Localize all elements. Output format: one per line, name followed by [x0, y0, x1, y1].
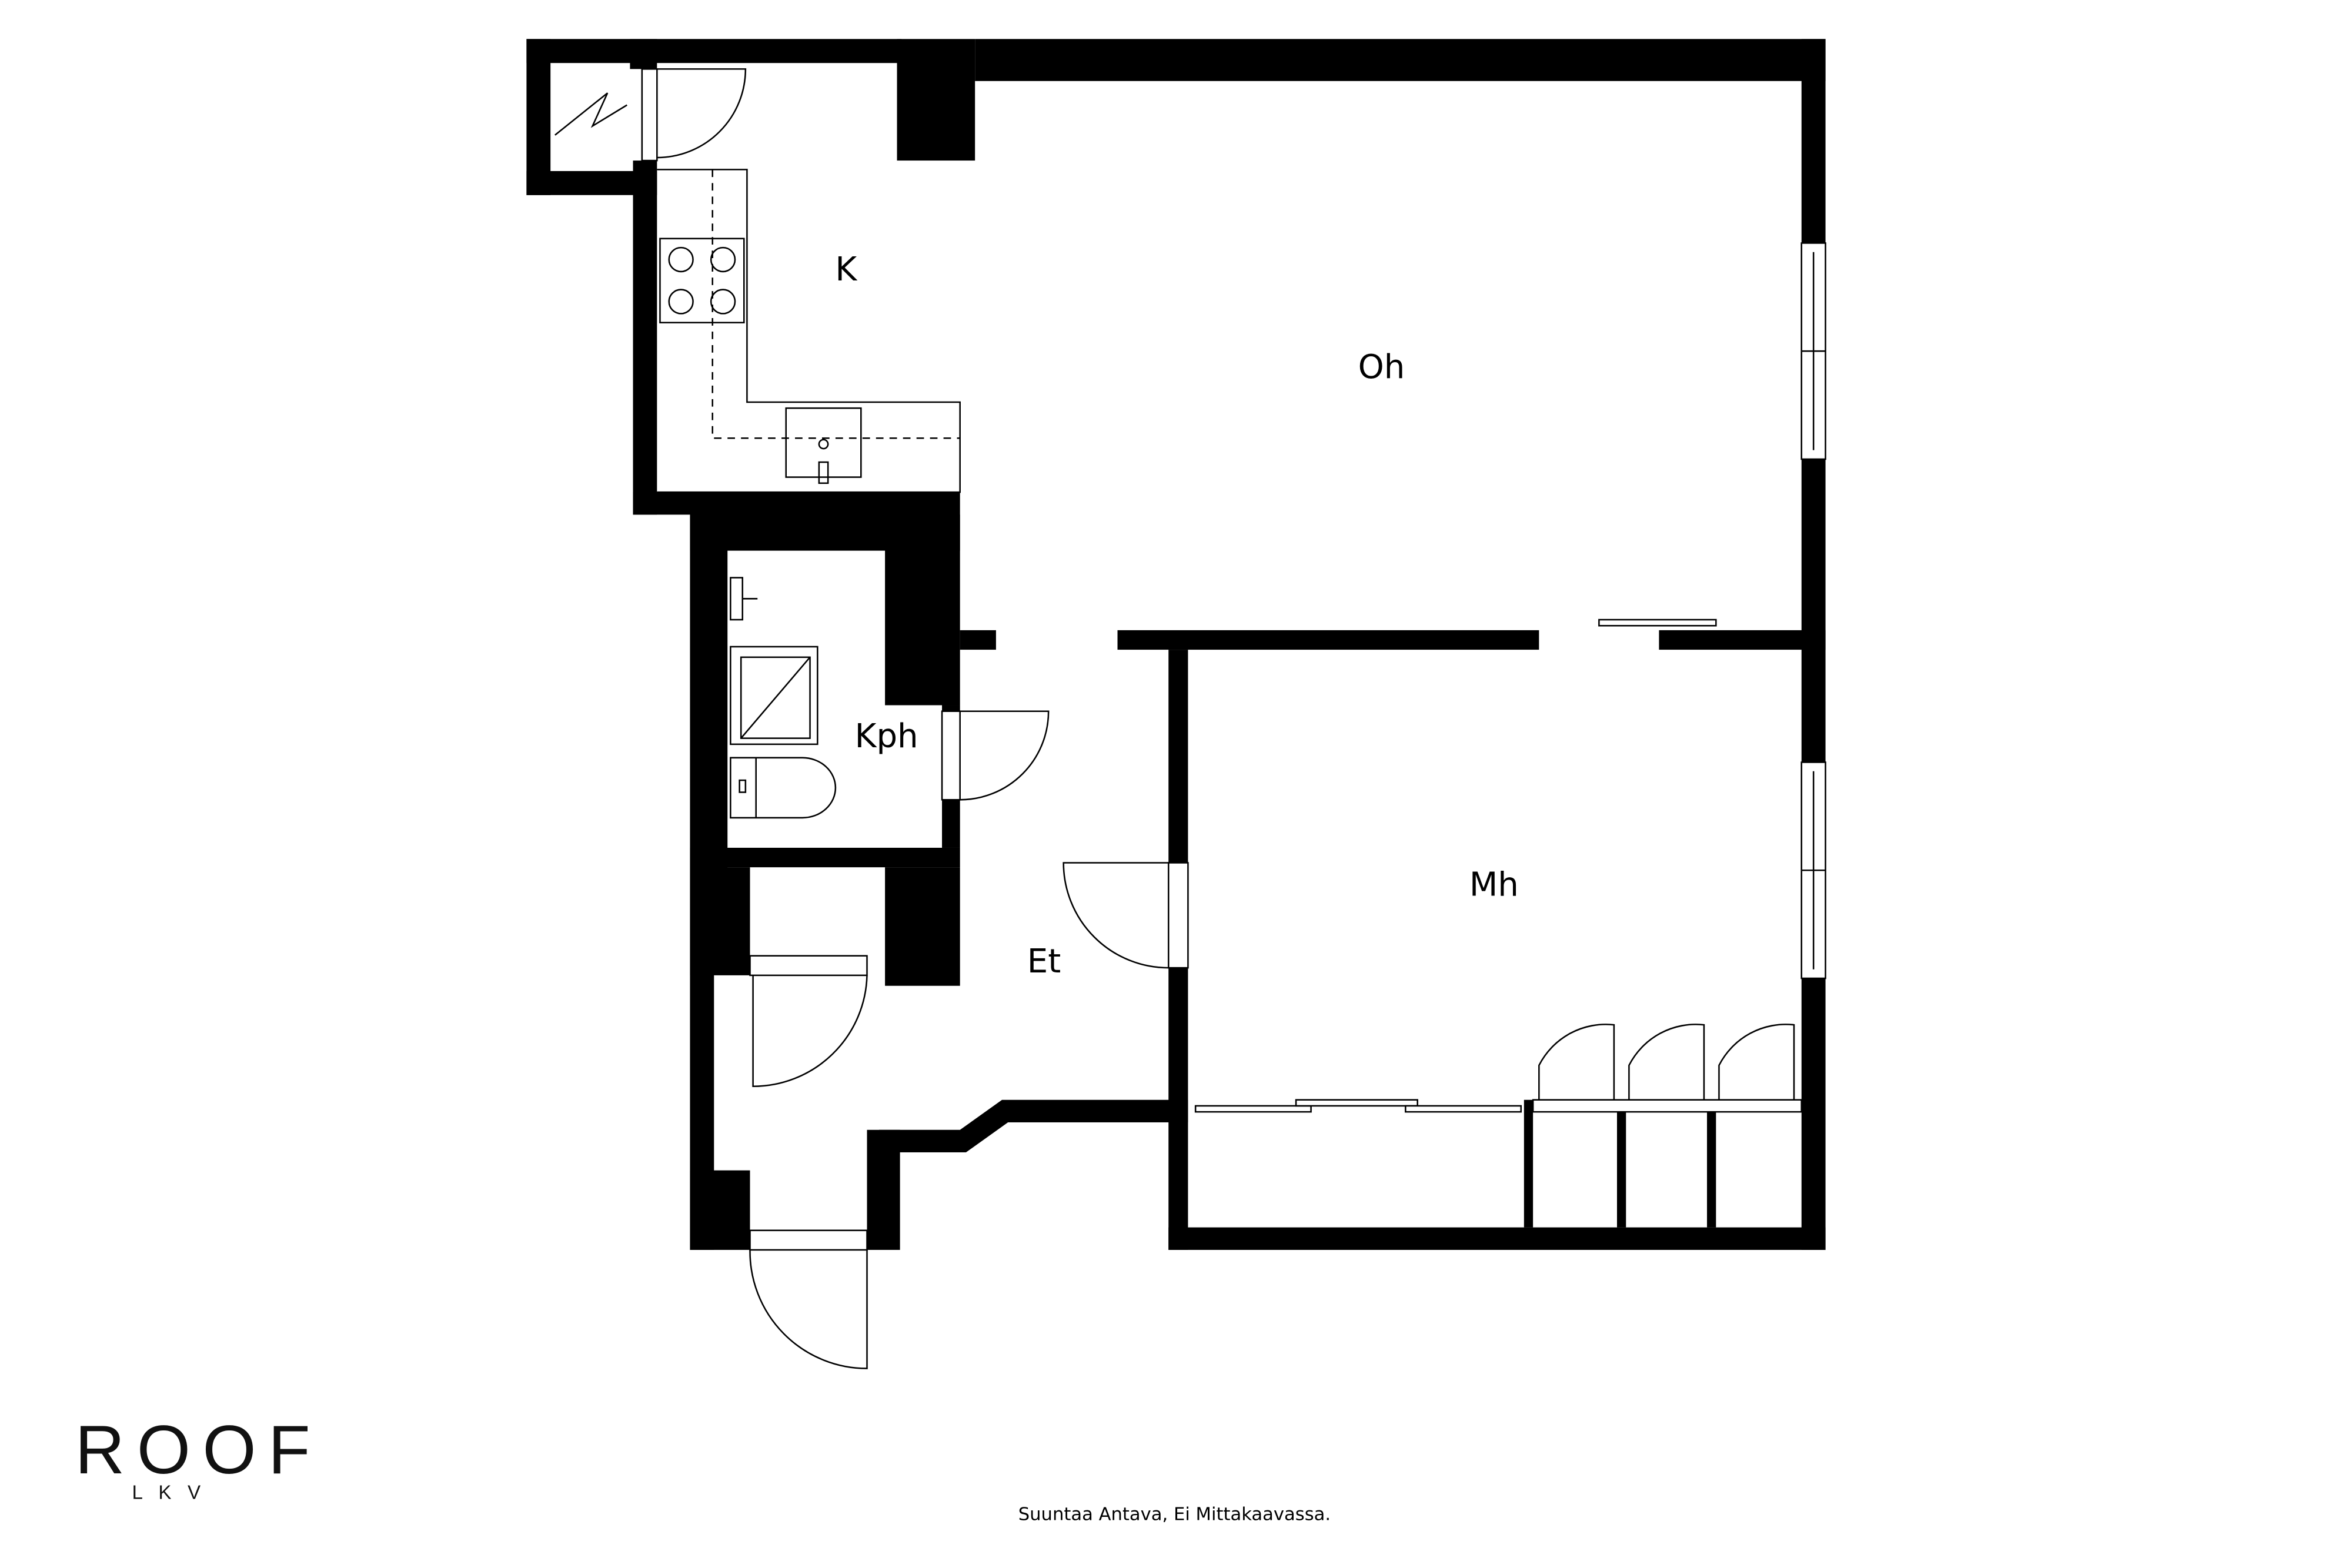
toilet-icon [730, 757, 837, 819]
walls [526, 39, 1826, 1250]
room-label-hallway: Et [1027, 942, 1061, 981]
shower-icon [730, 646, 818, 745]
room-label-bedroom: Mh [1469, 866, 1519, 904]
bathroom-fixtures [730, 577, 837, 819]
sink-icon [785, 407, 862, 478]
logo-main-text: ROOF [75, 1411, 323, 1488]
room-label-kitchen: K [835, 250, 857, 289]
logo-sub-text: L K V [132, 1482, 201, 1504]
roof-logo: ROOF L K V [75, 1411, 323, 1504]
stove-icon [659, 238, 745, 323]
disclaimer-text: Suuntaa Antava, Ei Mittakaavassa. [1018, 1504, 1331, 1524]
kitchen-fixtures [657, 169, 961, 493]
room-label-bathroom: Kph [855, 717, 918, 755]
room-labels: K Oh Kph Et Mh [835, 250, 1518, 981]
doors [554, 68, 1803, 1369]
windows [1800, 242, 1826, 979]
room-label-living-room: Oh [1358, 348, 1405, 386]
